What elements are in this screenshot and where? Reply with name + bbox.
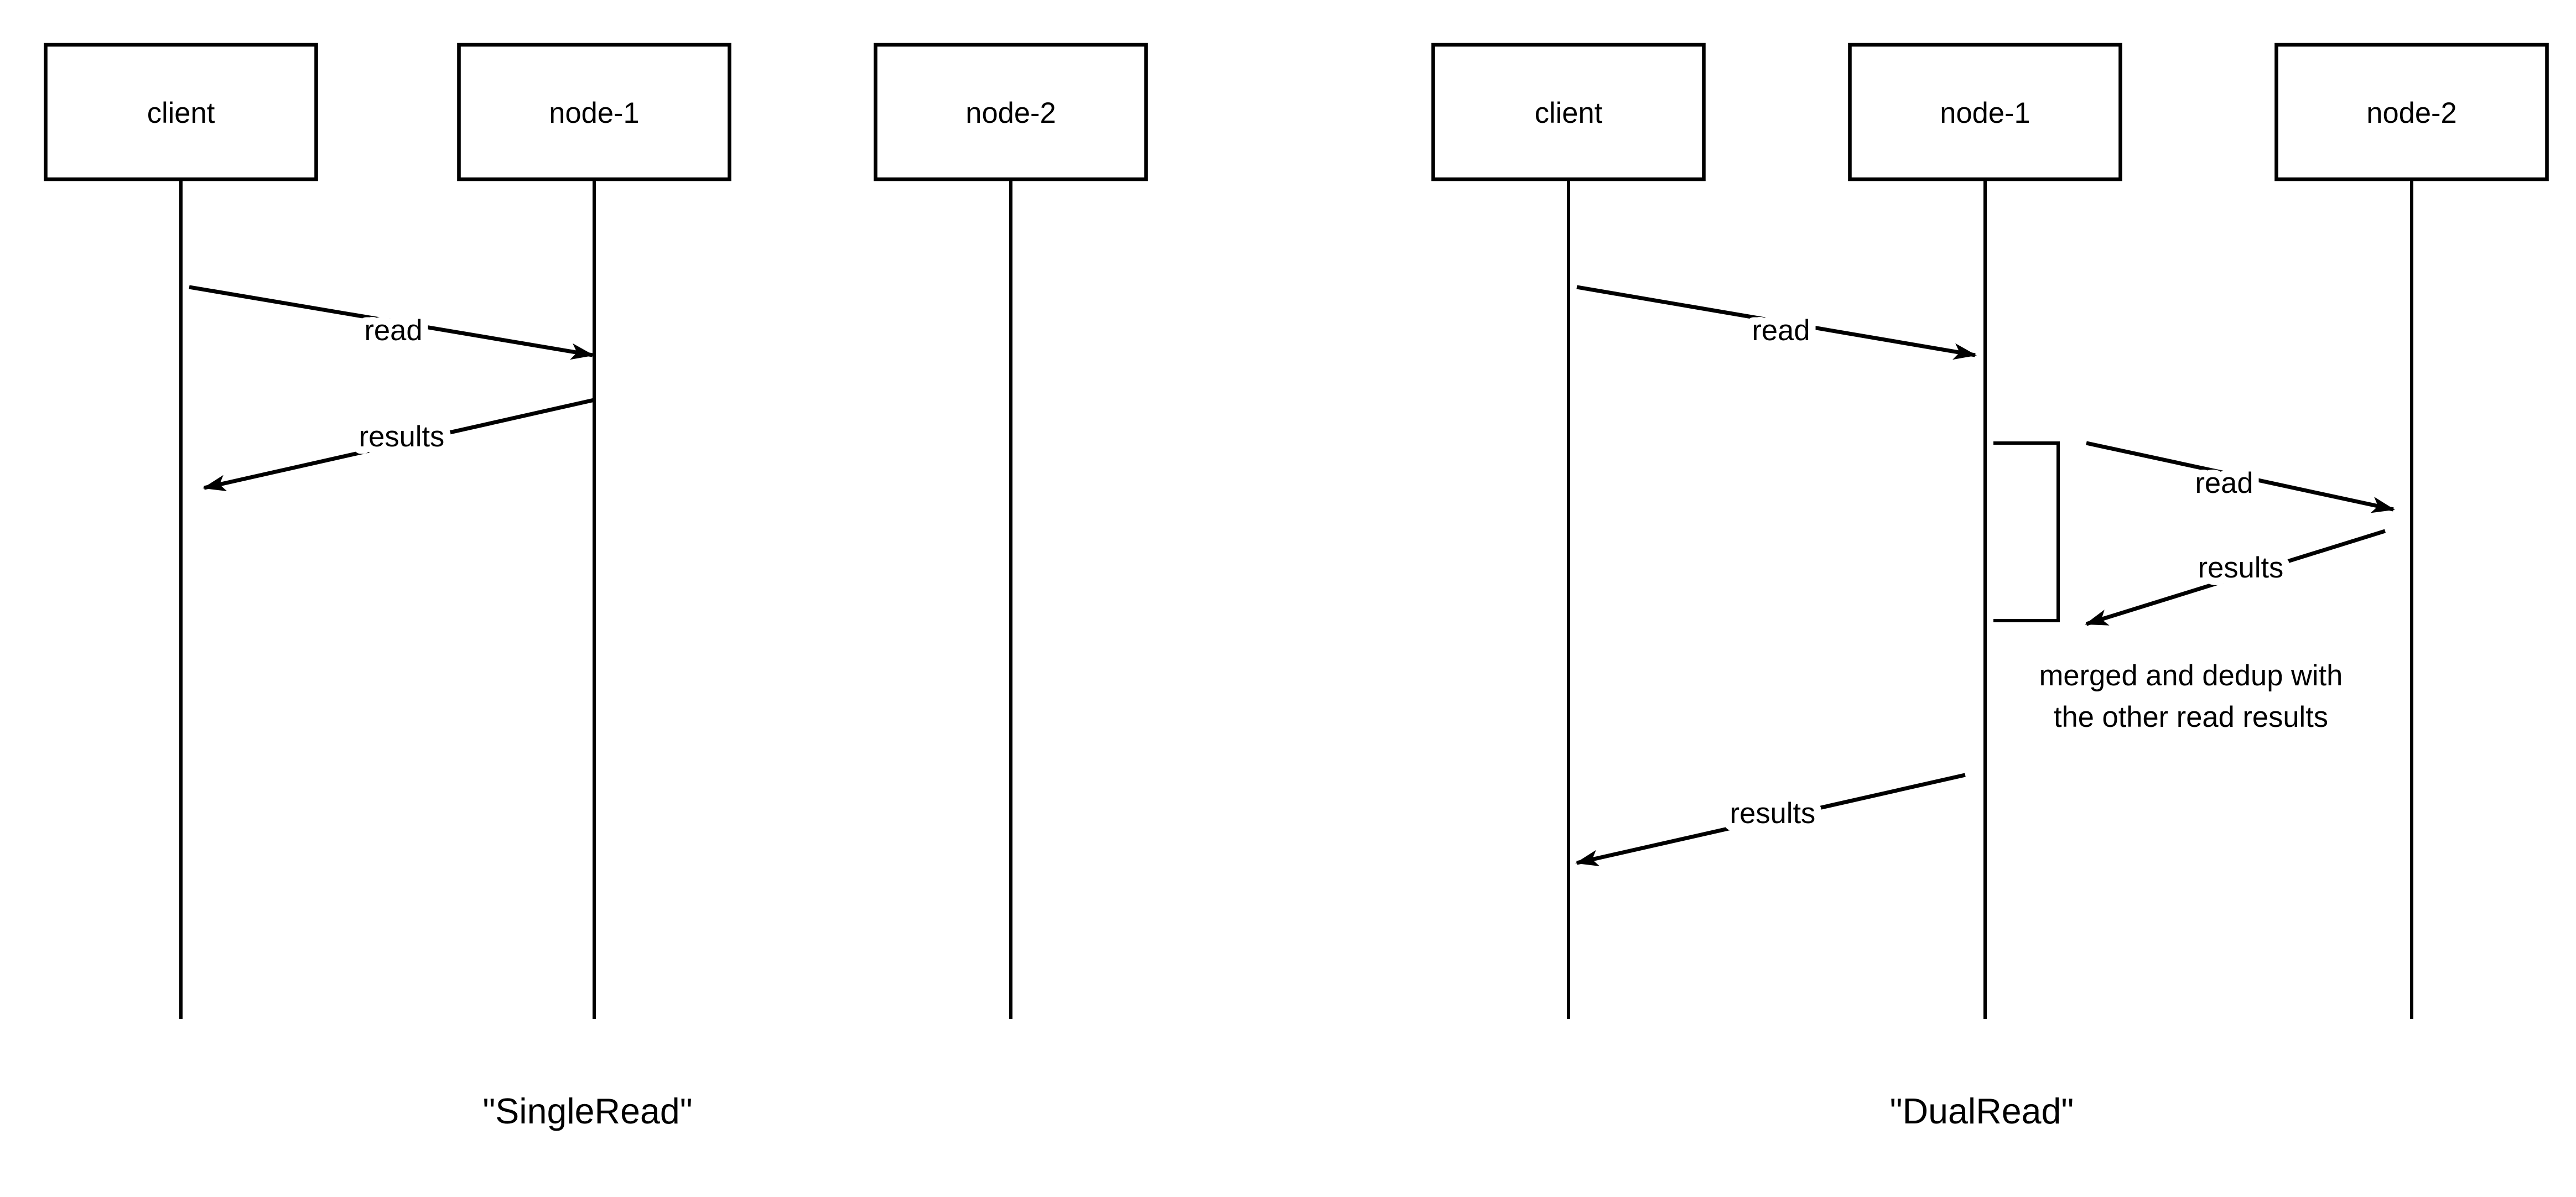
message-label: results	[2198, 551, 2284, 584]
actor-node-1: node-1	[457, 43, 731, 181]
message-label: read	[364, 314, 422, 347]
self-call-bracket	[1993, 441, 2060, 622]
actor-label: node-1	[549, 97, 639, 129]
actor-box	[874, 43, 1148, 181]
actor-label: client	[1535, 97, 1603, 129]
actor-box	[1848, 43, 2122, 181]
actor-node-2: node-2	[2274, 43, 2549, 181]
actor-node-2: node-2	[874, 43, 1148, 181]
diagram-singleread: client node-1 node-2 read results "Singl…	[44, 43, 1148, 1131]
arrow-line	[202, 398, 595, 492]
actor-client: client	[1431, 43, 1706, 181]
diagram-title: "SingleRead"	[482, 1091, 692, 1131]
message-results-2: results	[1575, 773, 1966, 867]
message-label: read	[2195, 467, 2253, 499]
message-label: results	[359, 420, 445, 453]
actor-node-1: node-1	[1848, 43, 2122, 181]
message-read-1: read	[1576, 285, 1977, 360]
actor-label: node-1	[1940, 97, 2030, 129]
message-results: results	[202, 398, 595, 492]
actor-label: node-2	[965, 97, 1056, 129]
actor-client: client	[44, 43, 318, 181]
note-line-2: the other read results	[2054, 701, 2328, 733]
message-read: read	[189, 285, 594, 360]
actor-label: client	[147, 97, 215, 129]
arrow-line	[189, 285, 594, 360]
actor-box	[2274, 43, 2549, 181]
actor-label: node-2	[2366, 97, 2456, 129]
diagram-title: "DualRead"	[1890, 1091, 2074, 1131]
actor-box	[44, 43, 318, 181]
note-line-1: merged and dedup with	[2039, 659, 2343, 692]
message-results-1: results	[2085, 529, 2386, 626]
arrow-line	[2085, 529, 2386, 626]
arrow-line	[1575, 773, 1966, 867]
actor-box	[1431, 43, 1706, 181]
arrow-line	[1576, 285, 1977, 360]
arrow-line	[2086, 441, 2395, 513]
message-label: read	[1752, 314, 1810, 347]
merge-note: merged and dedup with the other read res…	[2039, 659, 2343, 733]
actor-box	[457, 43, 731, 181]
message-label: results	[1730, 797, 1816, 830]
diagram-dualread: client node-1 node-2 read read results	[1431, 43, 2549, 1131]
message-read-2: read	[2086, 441, 2395, 513]
